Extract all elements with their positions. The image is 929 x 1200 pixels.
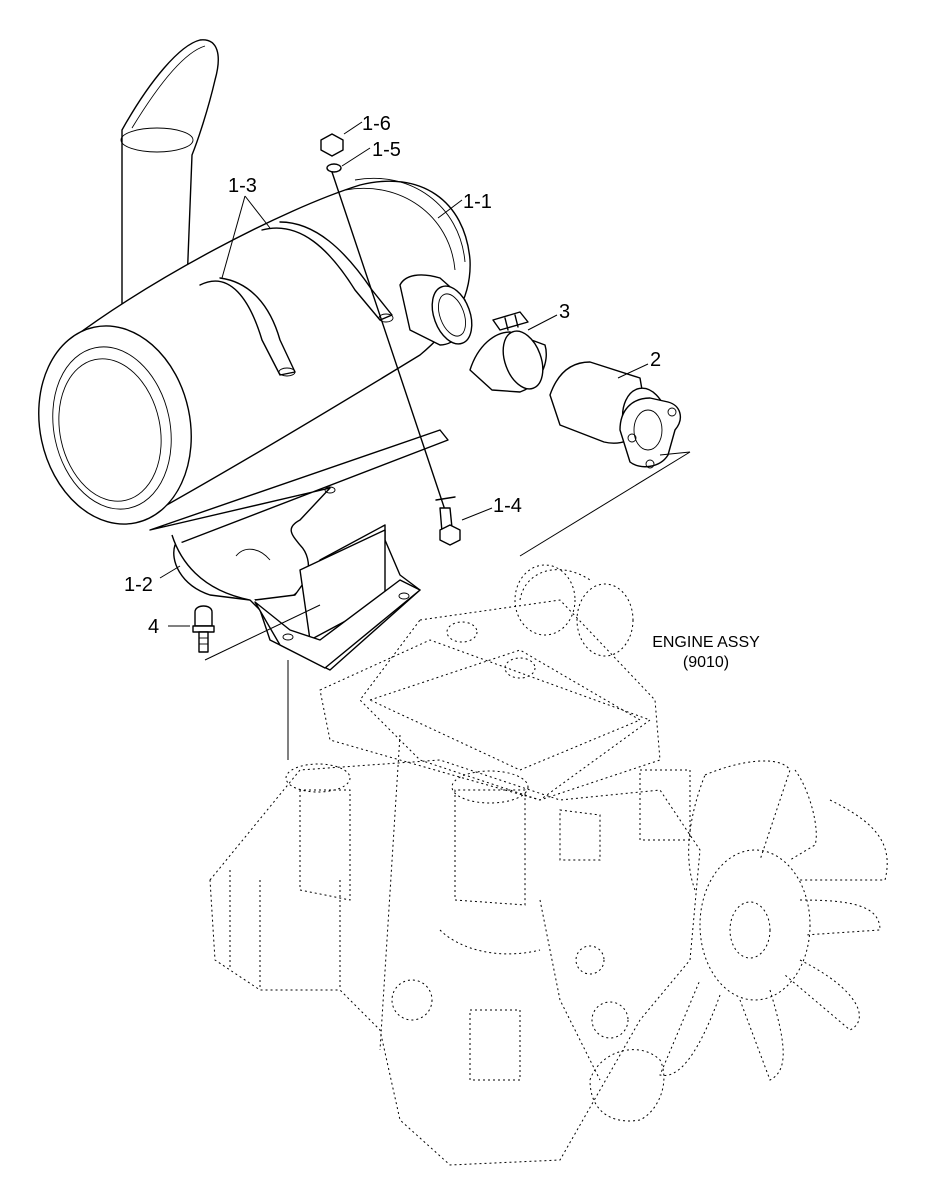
callout-1-4: 1-4 [493,495,522,517]
leader-2 [617,363,649,379]
leader-1-1 [437,199,463,219]
assembly-guide-lines [204,451,691,760]
leader-1-3a [221,195,246,279]
leader-1-4 [461,507,493,521]
callout-leaders [159,121,649,627]
callout-3: 3 [559,301,570,323]
mounting-bands [199,221,394,377]
engine-assembly [209,564,888,1166]
leader-1-5 [341,147,371,167]
callout-4: 4 [148,616,159,638]
leader-3 [527,314,558,331]
muffler-assembly [38,39,473,671]
leader-1-2 [159,565,181,579]
callout-1-3: 1-3 [228,175,257,197]
engine-assy-number: (9010) [683,654,729,671]
leader-1-3b [244,195,271,229]
muffler-bracket [149,429,449,671]
engine-assy-label: ENGINE ASSY [652,634,760,651]
leader-1-6 [343,121,363,135]
clamp [469,311,547,393]
exhaust-pipe [549,361,682,469]
callout-1-2: 1-2 [124,574,153,596]
fasteners [320,133,461,546]
bolt-4 [192,605,215,653]
callout-1-6: 1-6 [362,113,391,135]
callout-2: 2 [650,349,661,371]
muffler-body [38,177,473,525]
callout-1-5: 1-5 [372,139,401,161]
callout-1-1: 1-1 [463,191,492,213]
